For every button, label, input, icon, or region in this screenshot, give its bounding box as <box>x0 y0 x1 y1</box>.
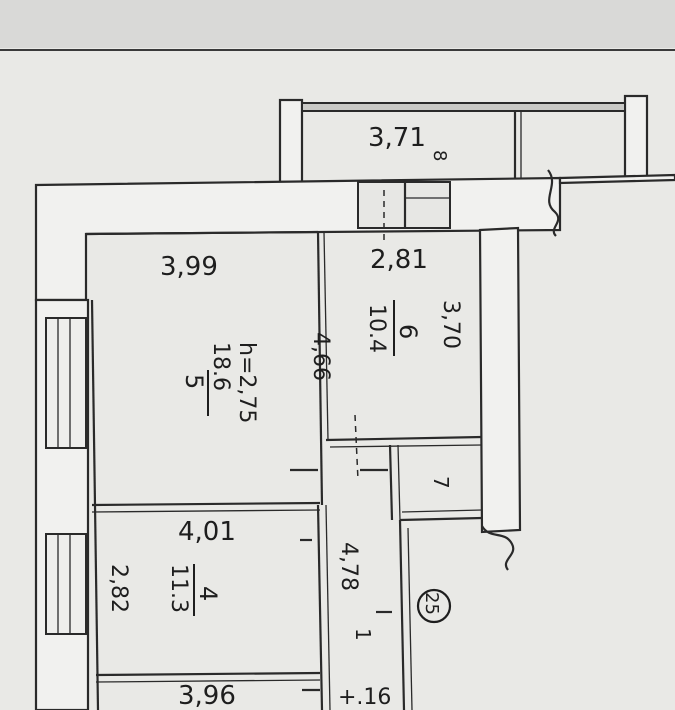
exterior-walls <box>34 169 675 710</box>
labels: 3,71 8 3,99 5 18.6 h=2,75 4,66 2,81 6 10… <box>106 123 463 710</box>
bottom-width: 3,96 <box>178 681 236 710</box>
bottom-height-mark: +.16 <box>338 685 391 710</box>
room4-area: 11.3 <box>166 564 191 613</box>
hall-number: 1 <box>351 628 375 641</box>
balcony <box>278 94 649 184</box>
top-dark-strip <box>0 0 675 48</box>
room6-area: 10.4 <box>364 304 389 353</box>
room4-width: 4,01 <box>178 517 236 547</box>
room5-area: 18.6 <box>208 342 233 391</box>
hall-length: 4,78 <box>336 542 361 591</box>
balcony-number: 8 <box>429 150 450 161</box>
room6-length: 3,70 <box>438 300 463 349</box>
apartment-number-circle <box>416 588 452 624</box>
room5-length: 4,66 <box>308 332 333 381</box>
room5-width: 3,99 <box>160 252 218 282</box>
room4-length: 2,82 <box>106 564 131 613</box>
room5-number: 5 <box>180 374 208 389</box>
room4-number: 4 <box>194 586 222 601</box>
balcony-width: 3,71 <box>368 123 426 153</box>
window-room4 <box>45 533 87 635</box>
window-room5 <box>45 317 87 449</box>
room6-width: 2,81 <box>370 245 428 275</box>
room7-number: 7 <box>429 476 453 489</box>
apartment-number: 25 <box>421 592 442 615</box>
room5-height: h=2,75 <box>234 342 259 423</box>
room6-number: 6 <box>394 324 422 339</box>
interior-walls <box>85 230 483 710</box>
